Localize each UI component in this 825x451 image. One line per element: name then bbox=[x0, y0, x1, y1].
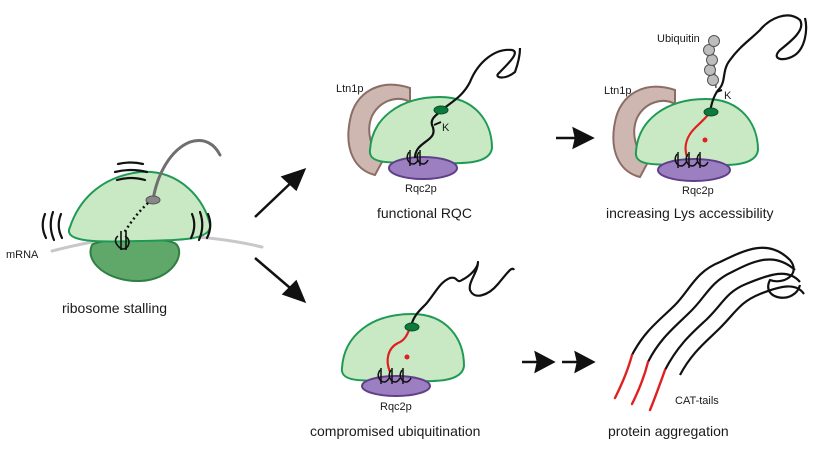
panel-compromised-ubiquitination: Rqc2p compromised ubiquitination bbox=[310, 260, 515, 439]
protein-aggregation-caption: protein aggregation bbox=[608, 423, 729, 439]
ubiquitin-icon bbox=[708, 35, 720, 47]
large-ribosomal-subunit bbox=[634, 97, 760, 167]
ubiquitin-icon bbox=[707, 74, 719, 86]
ubiquitin-label: Ubiquitin bbox=[657, 33, 700, 45]
trna-icon bbox=[114, 231, 130, 250]
cat-tail-segment bbox=[386, 327, 411, 373]
rqc2p-label: Rqc2p bbox=[682, 185, 714, 197]
ubiquitin-icon bbox=[706, 54, 718, 66]
aggregated-chains bbox=[631, 246, 805, 376]
arrowhead-up bbox=[280, 167, 307, 192]
ubiquitin-chain bbox=[703, 35, 720, 89]
cat-tail-end bbox=[404, 354, 410, 360]
panel-increasing-lys-accessibility: K Ubiquitin Ltn1p Rqc2p increasing Lys a… bbox=[604, 14, 808, 221]
trna-icon bbox=[406, 150, 429, 166]
rqc2p-protein bbox=[361, 375, 431, 397]
panel-functional-rqc: K Ltn1p Rqc2p functional RQC bbox=[336, 47, 522, 221]
exit-tunnel-marker bbox=[433, 105, 449, 115]
exit-tunnel-marker bbox=[145, 195, 161, 205]
lysine-k-label: K bbox=[724, 90, 732, 102]
ltn1p-label: Ltn1p bbox=[336, 83, 364, 95]
emerging-nascent-chain bbox=[151, 139, 222, 202]
ubiquitin-icon bbox=[703, 44, 715, 56]
double-arrow-to-aggregation bbox=[522, 350, 596, 374]
functional-rqc-caption: functional RQC bbox=[377, 205, 472, 221]
chain-in-tunnel bbox=[122, 202, 149, 234]
nascent-chain bbox=[413, 47, 522, 159]
cat-tail-end bbox=[702, 137, 708, 143]
increasing-lys-caption: increasing Lys accessibility bbox=[606, 205, 774, 221]
ubiquitin-icon bbox=[704, 64, 716, 76]
rqc2p-protein bbox=[657, 158, 731, 182]
ltn1p-label: Ltn1p bbox=[604, 85, 632, 97]
arrowhead-down bbox=[281, 279, 307, 304]
rqc2p-protein bbox=[388, 156, 458, 180]
mrna-label: mRNA bbox=[6, 249, 39, 261]
lysine-k-label: K bbox=[442, 122, 450, 134]
small-ribosomal-subunit bbox=[89, 237, 181, 283]
lysine-k-mark bbox=[715, 89, 723, 93]
large-ribosomal-subunit bbox=[368, 95, 494, 165]
rqc2p-label: Rqc2p bbox=[380, 401, 412, 413]
ltn1p-protein bbox=[612, 85, 676, 179]
cat-tails bbox=[613, 353, 667, 412]
stall-vibration-marks bbox=[41, 161, 212, 242]
ribosome-stalling-caption: ribosome stalling bbox=[62, 300, 167, 316]
exit-tunnel-marker bbox=[404, 322, 420, 332]
large-ribosomal-subunit bbox=[67, 170, 211, 243]
panel-protein-aggregation: CAT-tails protein aggregation bbox=[608, 246, 805, 439]
nascent-chain bbox=[708, 14, 808, 113]
panel-ribosome-stalling: mRNA ribosome stalling bbox=[6, 139, 264, 316]
ltn1p-protein bbox=[347, 83, 411, 177]
arrow-to-functional-rqc bbox=[254, 177, 297, 218]
branch-arrows bbox=[254, 167, 307, 304]
lysine-k-mark bbox=[433, 121, 442, 126]
nascent-chain bbox=[409, 260, 515, 327]
trna-icon bbox=[674, 152, 709, 168]
arrow-to-lys-accessibility bbox=[556, 126, 595, 150]
cat-tails-label: CAT-tails bbox=[675, 395, 719, 407]
exit-tunnel-marker bbox=[703, 107, 719, 117]
trna-icon bbox=[377, 368, 412, 384]
compromised-ubiquitination-caption: compromised ubiquitination bbox=[310, 423, 480, 439]
rqc2p-label: Rqc2p bbox=[405, 183, 437, 195]
